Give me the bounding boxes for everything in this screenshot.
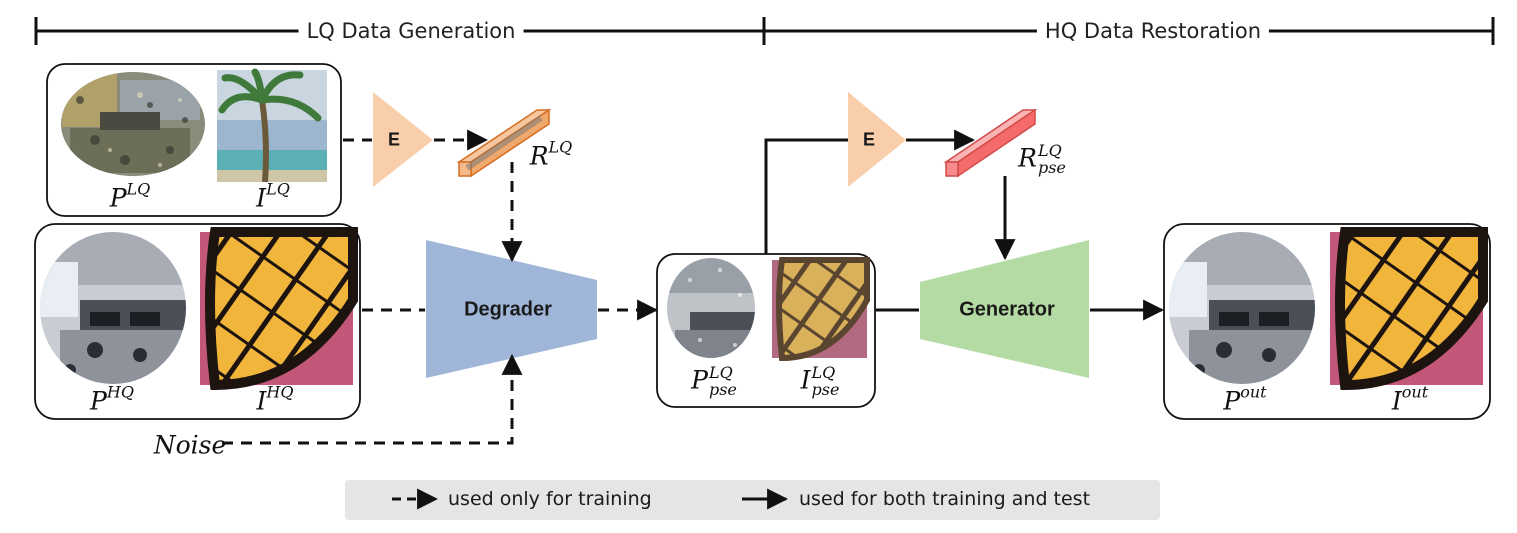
generator-shape (920, 240, 1089, 378)
legend-solid-text: used for both training and test (799, 488, 1091, 510)
label-p-lq: PLQ (109, 179, 151, 213)
encoder-2-shape (848, 92, 906, 187)
label-r-lq: RLQ (529, 137, 573, 171)
lq-point-cloud-image (61, 72, 205, 176)
encoder-1-label: E (387, 129, 401, 150)
solid-connections (764, 129, 1165, 321)
section-title-hq-restoration: HQ Data Restoration (1036, 19, 1270, 43)
generator-label: Generator (959, 298, 1055, 321)
output-point-cloud-image (1169, 232, 1315, 384)
label-i-lq: ILQ (256, 179, 290, 213)
degrader-shape (426, 240, 597, 378)
legend-dashed-text: used only for training (448, 488, 652, 510)
output-butterfly-image (1330, 227, 1488, 391)
label-i-out: Iout (1391, 382, 1429, 416)
label-noise: Noise (153, 430, 227, 460)
label-p-hq: PHQ (90, 382, 134, 416)
section-ruler (34, 17, 1495, 45)
degrader-label: Degrader (464, 298, 552, 321)
hq-butterfly-image (200, 227, 358, 391)
dashed-connections (222, 129, 659, 445)
section-title-lq-generation: LQ Data Generation (298, 19, 524, 43)
encoder-2-label: E (862, 129, 876, 150)
lq-palm-image (217, 68, 327, 183)
pseudo-lq-butterfly-image (772, 257, 870, 362)
encoder-1-shape (373, 92, 433, 187)
label-i-hq: IHQ (256, 382, 294, 416)
label-p-out: Pout (1223, 382, 1267, 416)
